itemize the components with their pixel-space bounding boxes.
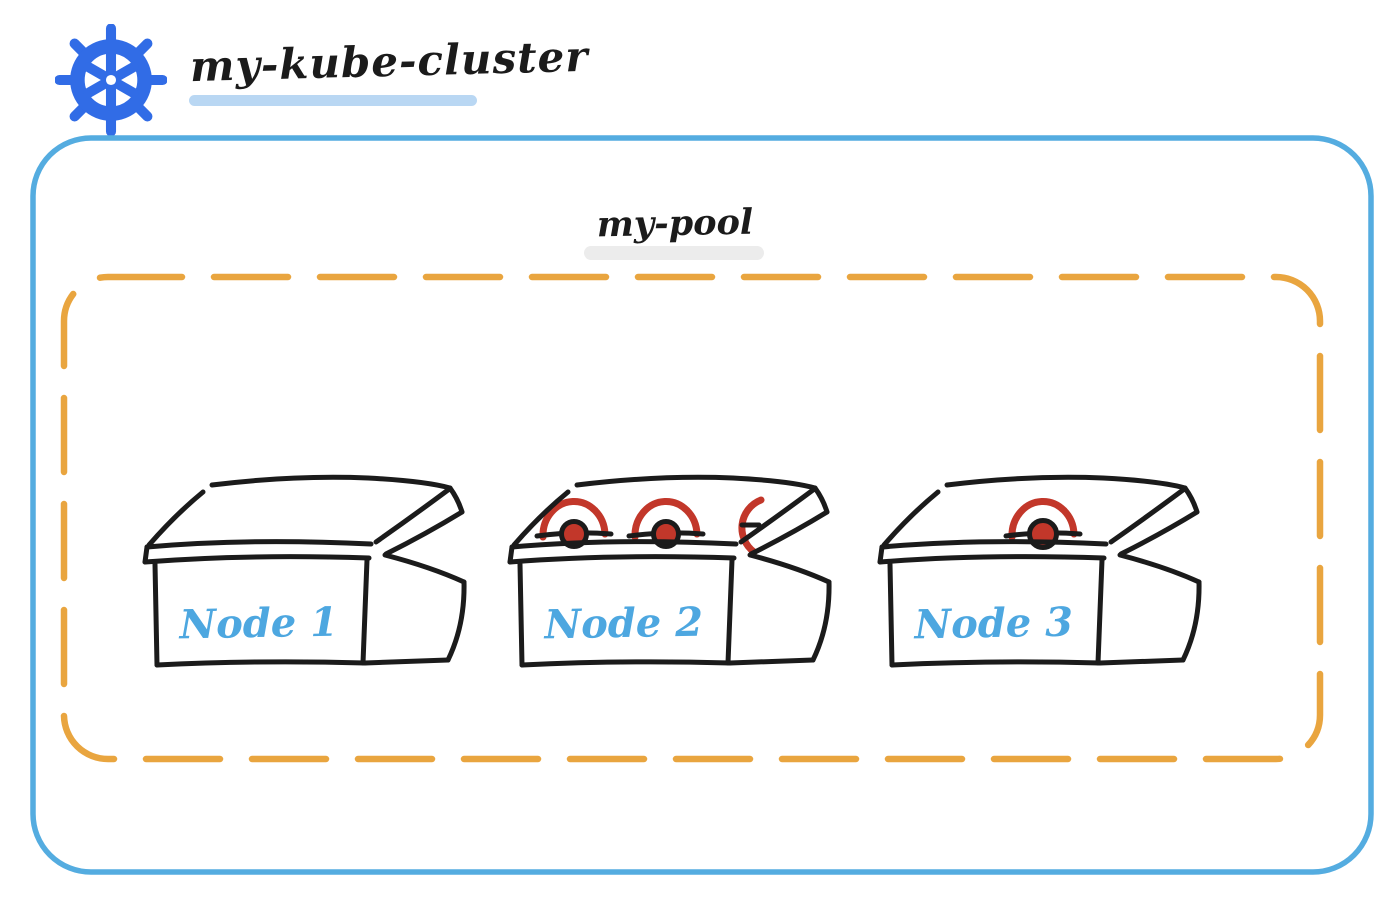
node-box-sketch — [507, 474, 832, 668]
node-label: Node 1 — [177, 599, 338, 649]
pool-label: my-pool — [596, 201, 754, 246]
cluster-title-underline — [189, 95, 477, 106]
cluster-boundary — [30, 135, 1374, 875]
node-box-sketch — [142, 474, 467, 668]
node-box-sketch — [877, 474, 1202, 668]
kubernetes-logo-icon — [54, 23, 168, 138]
pod-icon-partial — [738, 496, 765, 556]
pool-boundary — [60, 273, 1324, 763]
node-3: Node 3 — [868, 455, 1218, 670]
node-1: Node 1 — [133, 455, 483, 670]
node-2: Node 2 — [498, 455, 848, 670]
pool-label-highlight — [584, 246, 764, 260]
node-label: Node 3 — [912, 599, 1073, 649]
node-label: Node 2 — [542, 599, 703, 649]
pod-icon — [626, 498, 706, 549]
